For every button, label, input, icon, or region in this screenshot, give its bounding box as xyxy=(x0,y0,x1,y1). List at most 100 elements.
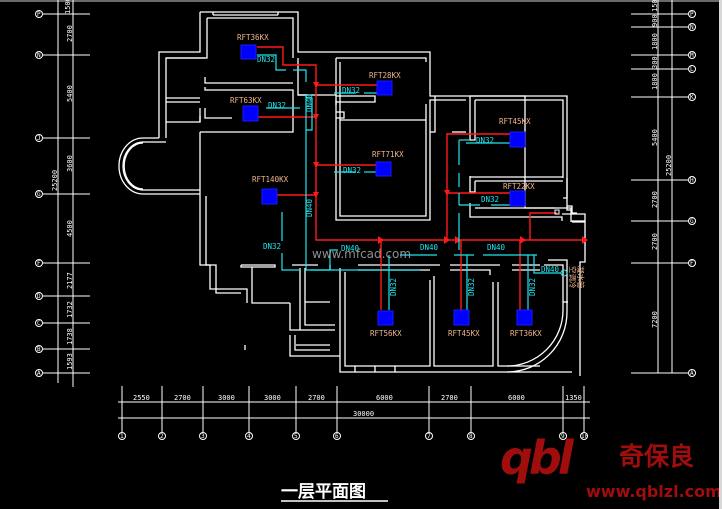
svg-text:D: D xyxy=(37,293,41,300)
svg-text:7: 7 xyxy=(427,433,431,440)
svg-text:2: 2 xyxy=(160,433,164,440)
indoor-unit[interactable]: RFT56KX xyxy=(370,310,402,338)
dim-left-6: 1732 xyxy=(66,301,74,318)
logo-name: 奇保良 xyxy=(619,442,694,471)
dim-bottom-3: 3000 xyxy=(264,394,281,402)
indoor-unit[interactable]: RFT45KX xyxy=(448,309,480,338)
left-axis-bubbles: P N J G F D C B A xyxy=(35,10,43,377)
svg-text:RFT45KX: RFT45KX xyxy=(499,117,531,126)
axis-bubble-right-F: F xyxy=(688,259,696,267)
dim-right-6: 2700 xyxy=(651,191,659,208)
qbl-logo: qbl 奇保良 www.qblzl.com xyxy=(500,431,722,501)
svg-text:RFT28KX: RFT28KX xyxy=(369,71,401,80)
dim-right-5: 5400 xyxy=(651,129,659,146)
svg-text:F: F xyxy=(690,260,694,267)
svg-text:H: H xyxy=(690,177,694,184)
indoor-unit[interactable]: RFT63KX xyxy=(230,96,262,122)
indoor-unit[interactable]: RFT45KX xyxy=(499,117,531,148)
svg-text:A: A xyxy=(690,370,694,377)
svg-text:3: 3 xyxy=(201,433,205,440)
pipe-label: DN32 xyxy=(343,166,361,175)
axis-bubble-bottom-9: 9 xyxy=(559,432,567,440)
indoor-unit[interactable]: RFT22KX xyxy=(503,182,535,207)
indoor-unit[interactable]: RFT36KX xyxy=(510,309,542,338)
indoor-units[interactable]: RFT36KX RFT28KX RFT63KX RFT71KX RFT45KX … xyxy=(230,33,542,338)
svg-text:A: A xyxy=(37,370,41,377)
axis-bubble-right-P: P xyxy=(688,10,696,18)
axis-bubble-left-D: D xyxy=(35,292,43,300)
svg-text:RFT45KX: RFT45KX xyxy=(448,329,480,338)
svg-text:N: N xyxy=(690,24,694,31)
svg-text:RFT56KX: RFT56KX xyxy=(370,329,402,338)
dim-bottom-1: 2700 xyxy=(174,394,191,402)
drawing-title: 一层平面图 xyxy=(281,482,388,502)
axis-bubble-right-K: K xyxy=(688,93,696,101)
dim-bottom-5: 6000 xyxy=(376,394,393,402)
pipe-label: DN32 xyxy=(476,136,494,145)
drain-pipes xyxy=(257,54,568,310)
indoor-unit[interactable]: RFT140KX xyxy=(252,175,289,205)
logo-mark: qbl xyxy=(500,431,575,485)
pipe-label: DN40 xyxy=(420,243,439,252)
pipe-label: DN32 xyxy=(481,195,499,204)
pipe-size-labels: DN32 DN32 DN40 DN32 DN32 DN32 DN40 DN32 … xyxy=(257,55,560,296)
indoor-unit[interactable]: RFT36KX xyxy=(237,33,269,60)
axis-bubble-right-M: M xyxy=(688,51,696,59)
axis-bubble-left-F: F xyxy=(35,259,43,267)
svg-text:6: 6 xyxy=(335,433,339,440)
dim-bottom-8: 1350 xyxy=(565,394,582,402)
axis-bubble-left-A: A xyxy=(35,369,43,377)
svg-text:C: C xyxy=(37,320,41,327)
axis-bubble-bottom-3: 3 xyxy=(199,432,207,440)
dim-bottom-2: 3000 xyxy=(218,394,235,402)
dim-right-7: 2700 xyxy=(651,233,659,250)
dim-bottom-total: 30000 xyxy=(353,410,374,418)
dim-right-0: 1500 xyxy=(651,0,659,12)
dim-bottom-4: 2700 xyxy=(308,394,325,402)
window-top-border xyxy=(0,0,722,2)
pipe-label: DN32 xyxy=(257,55,275,64)
window-right-border xyxy=(719,0,722,509)
svg-text:G: G xyxy=(690,218,694,225)
axis-bubble-bottom-10: 10 xyxy=(580,432,589,440)
svg-text:M: M xyxy=(690,52,694,59)
axis-bubble-left-G: G xyxy=(35,190,43,198)
axis-bubble-left-B: B xyxy=(35,345,43,353)
pipe-label: DN40 xyxy=(487,243,506,252)
dim-left-2: 5400 xyxy=(66,85,74,102)
right-dimension-chain: 1500 900 1800 300 1800 5400 2700 2700 72… xyxy=(631,0,688,374)
svg-text:RFT63KX: RFT63KX xyxy=(230,96,262,105)
indoor-unit[interactable]: RFT28KX xyxy=(369,71,401,96)
svg-text:5: 5 xyxy=(294,433,298,440)
axis-bubble-bottom-1: 1 xyxy=(118,432,126,440)
dim-left-1: 2700 xyxy=(66,25,74,42)
svg-text:空调冷: 空调冷 xyxy=(568,266,578,289)
axis-bubble-right-N: N xyxy=(688,23,696,31)
dim-right-4: 1800 xyxy=(651,73,659,90)
dim-left-total: 25200 xyxy=(51,170,59,191)
axis-bubble-bottom-2: 2 xyxy=(158,432,166,440)
svg-text:F: F xyxy=(37,260,41,267)
svg-text:9: 9 xyxy=(561,433,565,440)
left-dimension-chain: 1500 2700 5400 3600 4500 2177 1732 1738 … xyxy=(43,0,90,387)
dim-right-8: 7200 xyxy=(651,311,659,328)
axis-bubble-bottom-7: 7 xyxy=(425,432,433,440)
axis-bubble-bottom-4: 4 xyxy=(245,432,253,440)
svg-text:凝水管: 凝水管 xyxy=(576,266,586,289)
dim-left-7: 1738 xyxy=(66,328,74,345)
indoor-unit[interactable]: RFT71KX xyxy=(372,150,404,177)
drain-pipe-note: 空调冷 凝水管 xyxy=(568,266,586,289)
pipe-label: DN32 xyxy=(528,278,537,296)
axis-bubble-left-J: J xyxy=(35,134,43,142)
pipe-label: DN32 xyxy=(263,242,281,251)
svg-text:1: 1 xyxy=(120,433,124,440)
pipe-label: DN32 xyxy=(467,278,476,296)
bottom-axis-bubbles: 1 2 3 4 5 6 7 8 9 10 xyxy=(118,432,589,440)
logo-url: www.qblzl.com xyxy=(586,482,722,501)
pipe-label: DN40 xyxy=(305,93,314,112)
axis-bubble-bottom-6: 6 xyxy=(333,432,341,440)
dim-right-3: 300 xyxy=(651,56,659,69)
axis-bubble-right-L: L xyxy=(688,65,696,73)
pipe-label: DN40 xyxy=(341,244,360,253)
